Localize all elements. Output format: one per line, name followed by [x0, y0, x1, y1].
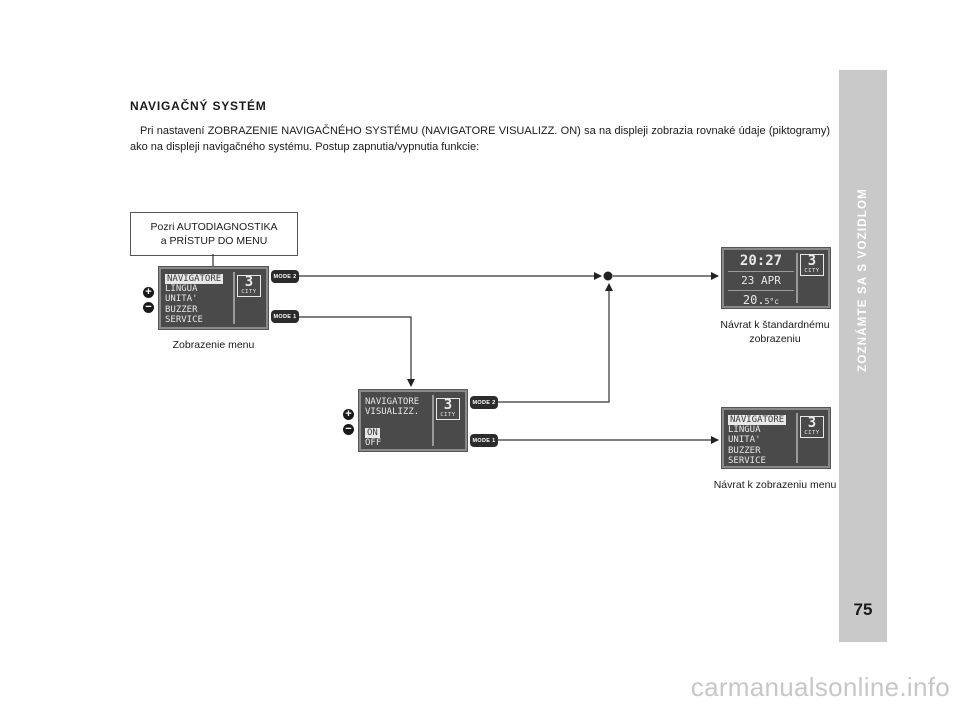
- minus-button-icon[interactable]: −: [143, 302, 154, 313]
- reference-label-box: Pozri AUTODIAGNOSTIKA a PRÍSTUP DO MENU: [130, 212, 298, 256]
- lcd-menu-lines: NAVIGATORE LINGUA UNITA' BUZZER SERVICE: [165, 274, 224, 325]
- watermark-text: carmanualsonline.info: [690, 672, 950, 702]
- lcd-menu-return-lines: NAVIGATORE LINGUA UNITA' BUZZER SERVICE: [728, 415, 787, 466]
- reference-label-line2: a PRÍSTUP DO MENU: [160, 235, 268, 247]
- lcd-menu-display: NAVIGATORE LINGUA UNITA' BUZZER SERVICE …: [158, 266, 269, 330]
- lcd-submenu-lines: NAVIGATORE VISUALIZZ. ON OFF: [365, 397, 420, 448]
- plus-button-icon[interactable]: +: [143, 287, 154, 298]
- page-number: 75: [853, 600, 873, 619]
- mode1-to-submenu-arrow: [299, 316, 415, 387]
- mode1-button[interactable]: MODE 1: [271, 310, 299, 323]
- menu-return-caption: Návrat k zobrazeniu menu: [713, 479, 837, 491]
- section-heading: NAVIGAČNÝ SYSTÉM: [130, 99, 267, 113]
- mode1-button[interactable]: MODE 1: [470, 434, 498, 447]
- mode2-button[interactable]: MODE 2: [470, 396, 498, 409]
- reference-label-line1: Pozri AUTODIAGNOSTIKA: [150, 221, 278, 233]
- junction-dot: [603, 271, 613, 281]
- lcd-standard-values: 20:27 23 APR 20.5°c: [728, 253, 794, 309]
- mode2-button[interactable]: MODE 2: [271, 270, 299, 283]
- plus-button-icon[interactable]: +: [343, 409, 354, 420]
- intro-paragraph: Pri nastavení ZOBRAZENIE NAVIGAČNÉHO SYS…: [130, 125, 830, 153]
- standard-caption: Návrat k štandardnému zobrazeniu: [720, 319, 830, 345]
- lcd-menu-return-display: NAVIGATORE LINGUA UNITA' BUZZER SERVICE …: [721, 407, 831, 469]
- submenu-mode2-to-junction-arrow: [498, 283, 613, 403]
- side-tab: [839, 70, 887, 642]
- minus-button-icon[interactable]: −: [343, 424, 354, 435]
- menu-caption: Zobrazenie menu: [172, 339, 255, 351]
